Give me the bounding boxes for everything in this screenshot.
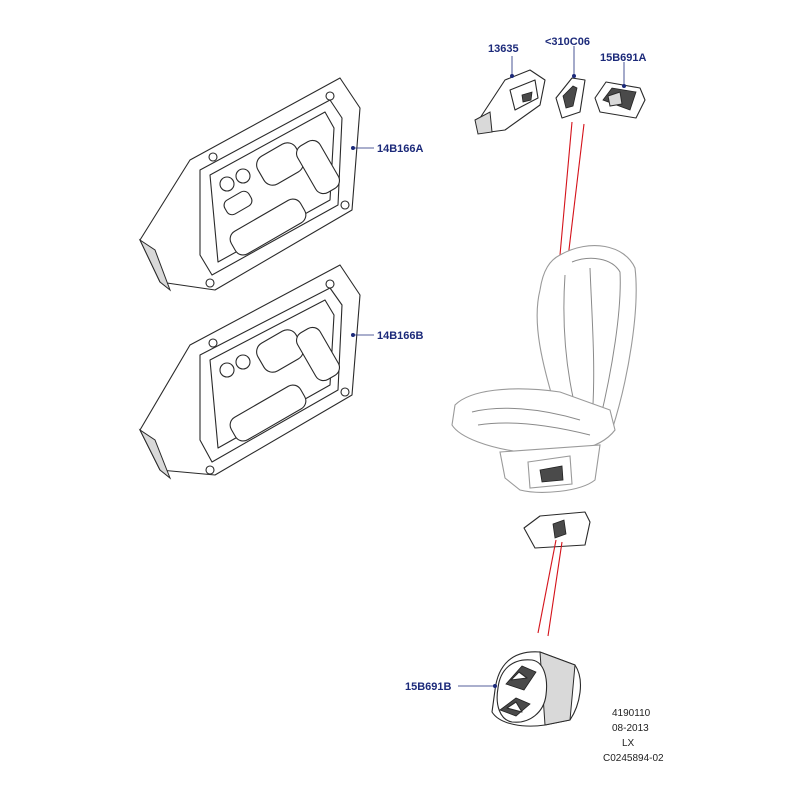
leader-15B691A [622,62,626,88]
callout-15B691B[interactable]: 15B691B [405,681,452,693]
leader-13635 [510,56,514,78]
seat-switch-pack-14B166B[interactable] [138,264,361,480]
switch-housing-13635[interactable] [474,69,546,135]
callout-14B166B[interactable]: 14B166B [377,330,424,342]
callout-15B691A[interactable]: 15B691A [600,52,647,64]
footer-date: 08-2013 [612,723,649,734]
switch-15B691B[interactable] [491,651,581,727]
callout-14B166A[interactable]: 14B166A [377,143,424,155]
callout-310C06[interactable]: <310C06 [545,36,590,48]
reference-lines-lower [537,539,563,637]
callout-13635[interactable]: 13635 [488,43,519,55]
footer-code-1: 4190110 [612,708,651,719]
seat-switch-pack-14B166A[interactable] [138,77,361,292]
cushion-switch-module[interactable] [523,511,591,549]
switch-15B691A[interactable] [594,81,646,119]
leader-15B691B [458,684,497,688]
seat-illustration [451,245,637,493]
leader-14B166A [351,146,374,150]
leader-310C06 [572,46,576,78]
leader-14B166B [351,333,374,337]
reference-lines-upper [559,121,585,259]
footer-model: LX [622,738,635,749]
footer-code-2: C0245894-02 [603,753,664,764]
bezel-310C06[interactable] [555,77,586,119]
